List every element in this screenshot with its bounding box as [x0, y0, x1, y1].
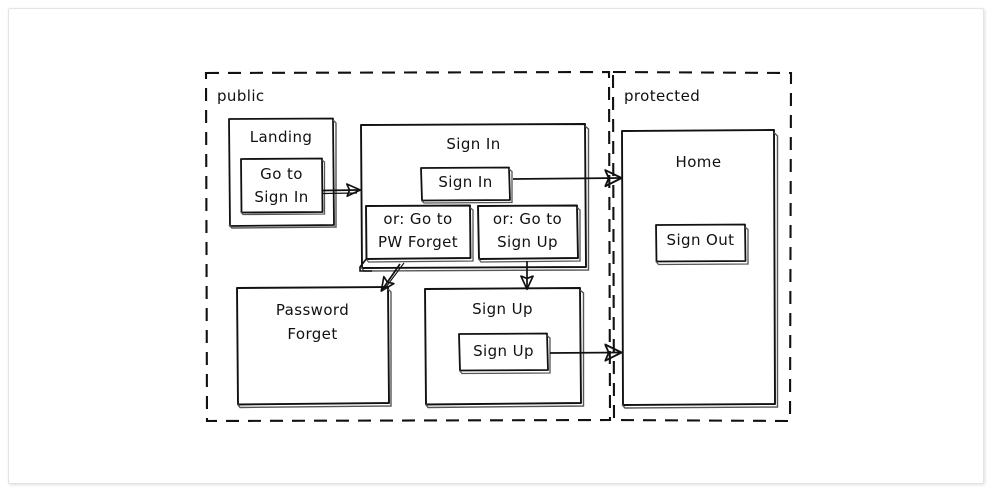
button-sign-up-submit[interactable] [458, 332, 551, 375]
group-label-protected: protected [624, 87, 701, 105]
button-or-go-to-sign-up[interactable] [477, 204, 581, 263]
button-label-sign-out: Sign Out [666, 231, 735, 249]
group-label-public: public [217, 87, 265, 105]
button-or-go-to-pw-forget[interactable] [365, 204, 474, 263]
node-title-password-forget-line2: Forget [287, 325, 338, 343]
edge-sign-up-to-home [549, 353, 620, 354]
button-sign-in-submit[interactable] [420, 166, 513, 204]
group-protected [611, 70, 793, 423]
button-label-or-pw-line2: PW Forget [377, 233, 459, 251]
button-label-or-su-line1: or: Go to [492, 210, 563, 228]
edge-landing-to-sign-in [322, 190, 359, 194]
button-label-or-pw-line1: or: Go to [383, 210, 453, 228]
node-home[interactable] [621, 129, 779, 409]
node-title-sign-in: Sign In [446, 135, 501, 153]
node-title-landing: Landing [249, 128, 313, 146]
button-go-to-sign-in[interactable] [240, 157, 326, 216]
button-label-go-to-sign-in-line1: Go to [260, 165, 303, 183]
edge-sign-in-to-home [512, 178, 620, 179]
node-landing[interactable] [228, 117, 337, 229]
node-sign-in[interactable] [360, 123, 590, 272]
button-label-sign-up-submit: Sign Up [473, 342, 534, 360]
button-label-or-su-line2: Sign Up [497, 233, 558, 251]
button-label-go-to-sign-in-line2: Sign In [254, 188, 309, 206]
node-title-home: Home [675, 153, 722, 171]
group-public [204, 70, 612, 423]
button-label-sign-in-submit: Sign In [438, 173, 493, 191]
node-sign-up[interactable] [424, 287, 585, 409]
node-title-sign-up: Sign Up [472, 300, 533, 318]
button-sign-out[interactable] [655, 223, 749, 266]
node-title-password-forget-line1: Password [275, 301, 350, 319]
edge-pw-forget [359, 257, 405, 290]
